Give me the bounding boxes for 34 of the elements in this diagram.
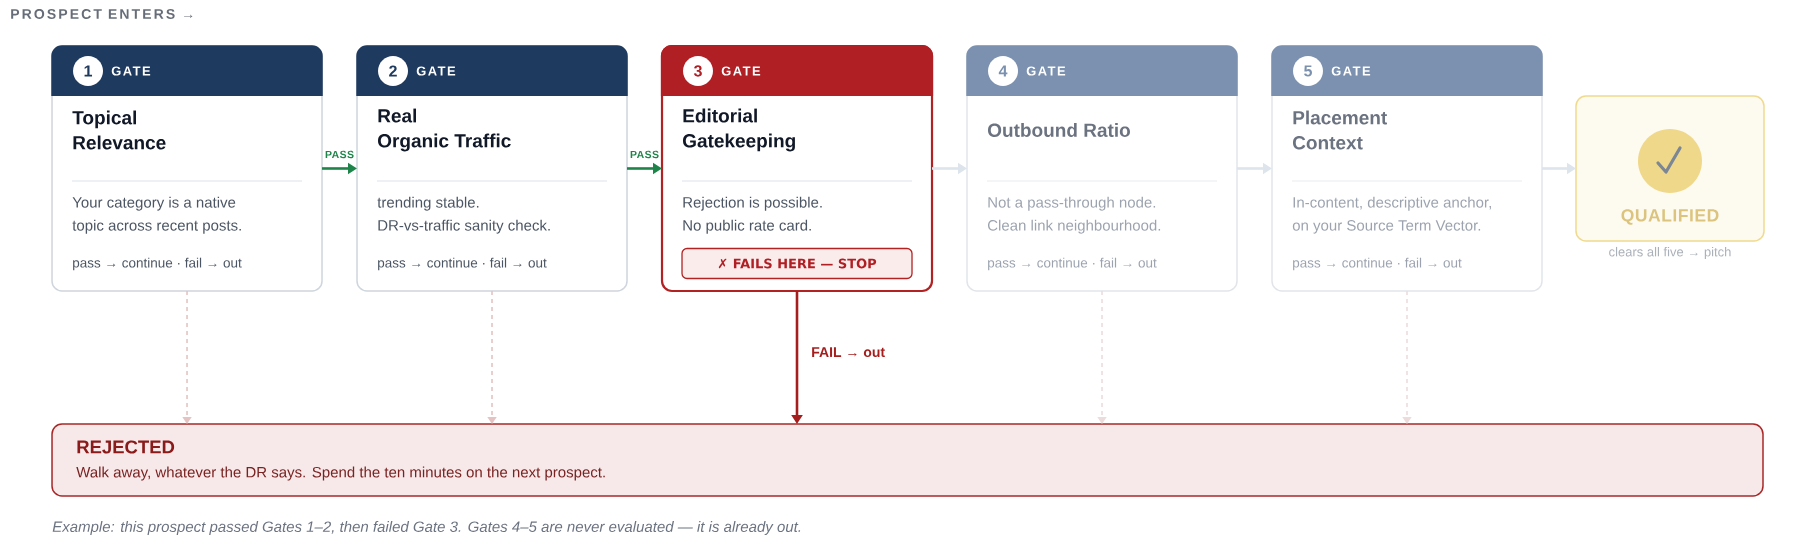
gate-label: GATE <box>721 66 761 76</box>
gate-label: GATE <box>111 66 151 76</box>
alert-badge: ✗ FAILS HERE — STOP <box>681 247 913 280</box>
gate-title: Editorial Gatekeeping <box>683 108 795 152</box>
heading: PROSPECT ENTERS → <box>11 9 193 19</box>
number-badge: 4 <box>988 56 1018 86</box>
number-badge: 3 <box>683 56 713 86</box>
edge-label: PASS <box>629 150 660 159</box>
note-text: clears all five → pitch <box>1609 246 1731 260</box>
number-badge: 5 <box>1293 56 1323 86</box>
panel-heading: REJECTED <box>77 440 175 454</box>
edge-label: FAIL → out <box>810 346 887 359</box>
gate-title: Outbound Ratio <box>988 123 1130 137</box>
status-label: QUALIFIED <box>1621 209 1719 225</box>
gate-label: GATE <box>1026 66 1066 76</box>
gate-description: Not a pass-through node. Clean link neighbourhood. <box>988 196 1161 234</box>
rule-text: pass → continue · fail → out <box>73 257 242 271</box>
caption: Example: this prospect passed Gates 1–2, then failed Gate 3. Gates 4–5 are never evaluated — it is already out. <box>52 521 801 535</box>
gate-label: GATE <box>1331 66 1371 76</box>
gate-title: Real Organic Traffic <box>378 108 511 152</box>
gate-description: In-content, descriptive anchor, on your Source Term Vector. <box>1292 196 1491 234</box>
number-badge: 1 <box>73 56 103 86</box>
rule-text: pass → continue · fail → out <box>988 257 1157 271</box>
rule-text: pass → continue · fail → out <box>378 257 547 271</box>
edge-label: PASS <box>324 150 355 159</box>
panel-text: Walk away, whatever the DR says. Spend the ten minutes on the next prospect. <box>76 466 605 481</box>
gate-title: Placement Context <box>1293 110 1387 150</box>
gate-description: Your category is a native topic across recent posts. <box>72 196 241 234</box>
rule-text: pass → continue · fail → out <box>1293 257 1462 271</box>
gate-description: Rejection is possible. No public rate card. <box>683 196 822 234</box>
number-badge: 2 <box>378 56 408 86</box>
gate-title: Topical Relevance <box>72 110 166 150</box>
gate-label: GATE <box>416 66 456 76</box>
gate-description: trending stable. DR-vs-traffic sanity check. <box>377 196 550 234</box>
